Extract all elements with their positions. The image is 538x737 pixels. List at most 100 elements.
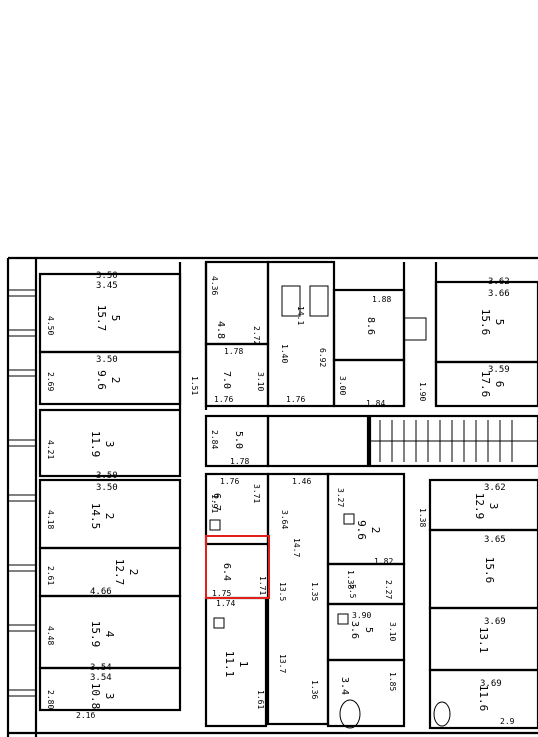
room-r11: 6.7 — [211, 493, 222, 511]
dimension-label: 2.1б — [76, 710, 95, 720]
dimension-label: 3.50 — [96, 271, 118, 281]
dimension-label: 3.50 — [96, 355, 118, 365]
room-r19: 15.6 — [483, 557, 496, 584]
room-number: 3 — [487, 503, 500, 510]
dimension-label: 1.51 — [190, 376, 199, 395]
dimension-label: 1.61 — [256, 690, 265, 709]
room-area: 5.0 — [233, 431, 244, 449]
room-r16: 6 17.6 — [479, 371, 506, 398]
room-r8: 4.8 — [215, 321, 226, 339]
dimension-label: 1.91 — [210, 494, 219, 513]
dimension-label: 3.59 — [488, 365, 510, 375]
room-area: 15.6 — [479, 309, 492, 336]
dimension-label: 1.75 — [212, 589, 231, 598]
dimension-label: 1.85 — [388, 672, 397, 691]
room-area: 11.6 — [477, 685, 490, 712]
room-area: 17.6 — [479, 371, 492, 398]
center-walls — [204, 260, 438, 728]
highlighted-area — [205, 535, 270, 599]
dimension-label: 4.18 — [46, 510, 55, 529]
room-area: 11.9 — [89, 431, 102, 458]
side-dimension-labels: 4.50 2.69 4.21 4.18 2.61 4.48 2.80 4.36 … — [46, 276, 427, 709]
room-number: 2 — [369, 527, 382, 534]
room-area: 3.6 — [349, 621, 360, 639]
dimension-label: 1.46 — [292, 477, 311, 486]
room-r12: 6.4 — [221, 563, 232, 581]
room-number: 3 — [103, 693, 116, 700]
room-area: 15.9 — [89, 621, 102, 648]
room-r23: 11.6 — [477, 685, 490, 712]
room-area: 8.6 — [365, 317, 376, 335]
room-r7: 3 10.8 — [89, 683, 116, 710]
dimension-label: 2.80 — [46, 690, 55, 709]
dimension-label: 14.1 — [296, 306, 305, 325]
dimension-label: 1.35 — [310, 582, 319, 601]
room-area: 10.8 — [89, 683, 102, 710]
room-r17: 3 12.9 — [473, 493, 500, 520]
dimension-label: 1.82 — [374, 557, 393, 566]
dimension-label: 3.71 — [252, 484, 261, 503]
dimension-labels: 3.50 3.45 3.50 3.50 3.50 4.66 3.54 3.54 … — [76, 271, 515, 726]
dimension-label: 1.40 — [280, 344, 289, 363]
dimension-label: 1.74 — [216, 599, 235, 608]
room-r18: 2 9.6 — [355, 520, 382, 540]
room-number: 2 — [103, 513, 116, 520]
room-r1: 5 15.7 — [95, 305, 122, 332]
room-area: 11.1 — [223, 651, 236, 678]
room-area: 6.4 — [221, 563, 232, 581]
dimension-label: 3.00 — [338, 376, 347, 395]
dimension-label: 2.84 — [210, 430, 219, 449]
room-area: 12.7 — [113, 559, 126, 586]
dimension-label: 1.76 — [214, 395, 233, 404]
room-number: 6 — [493, 381, 506, 388]
dimension-label: 1.38 — [418, 508, 427, 527]
dimension-label: 4.50 — [46, 316, 55, 335]
dimension-label: 13.5 — [278, 582, 287, 601]
dimension-label: 1.76 — [286, 395, 305, 404]
dimension-label: 4.36 — [210, 276, 219, 295]
room-r4: 2 14.5 — [89, 503, 116, 530]
dimension-label: 3.62 — [484, 483, 506, 493]
room-number: 2 — [127, 569, 140, 576]
dimension-label: 3.65 — [484, 535, 506, 545]
dimension-label: 3.54 — [90, 663, 112, 673]
room-r14: 8.6 — [365, 317, 376, 335]
room-r10: 5.0 — [233, 431, 244, 449]
room-r2: 2 9.6 — [95, 370, 122, 390]
dimension-label: 3.10 — [256, 372, 265, 391]
dimension-label: 3.45 — [96, 281, 118, 291]
dimension-label: 3.50 — [96, 471, 118, 481]
dimension-label: 1.38 — [346, 570, 355, 589]
staircase — [368, 414, 538, 468]
dimension-label: 2.61 — [46, 566, 55, 585]
dimension-label: 1.84 — [366, 399, 385, 408]
room-number: 5 — [493, 319, 506, 326]
dimension-label: 3.62 — [488, 277, 510, 287]
dimension-label: 14.7 — [292, 538, 301, 557]
window-stubs — [8, 289, 36, 697]
right-rooms-walls — [428, 280, 538, 730]
outer-walls — [6, 256, 538, 737]
dimension-label: 1.90 — [418, 382, 427, 401]
room-area: 6.7 — [211, 493, 222, 511]
room-r6: 4 15.9 — [89, 621, 116, 648]
room-area: 9.6 — [95, 370, 108, 390]
dimension-label: 3.90 — [352, 611, 371, 620]
dimension-label: 2.27 — [384, 580, 393, 599]
fixtures — [209, 285, 451, 729]
room-r13: 1 11.1 — [223, 651, 250, 678]
room-area: 13.1 — [477, 627, 490, 654]
dimension-label: 3.27 — [336, 488, 345, 507]
dimension-label: 3.10 — [388, 622, 397, 641]
room-number: 2 — [109, 377, 122, 384]
room-area: 12.9 — [473, 493, 486, 520]
room-r21: 13.1 — [477, 627, 490, 654]
room-area: 15.7 — [95, 305, 108, 332]
dimension-label: 1.76 — [220, 477, 239, 486]
dimension-label: 2.72 — [252, 326, 261, 345]
room-r5: 2 12.7 — [113, 559, 140, 586]
room-number: 5 — [363, 627, 374, 633]
dimension-label: 2.69 — [46, 372, 55, 391]
room-area: 9.6 — [355, 520, 368, 540]
